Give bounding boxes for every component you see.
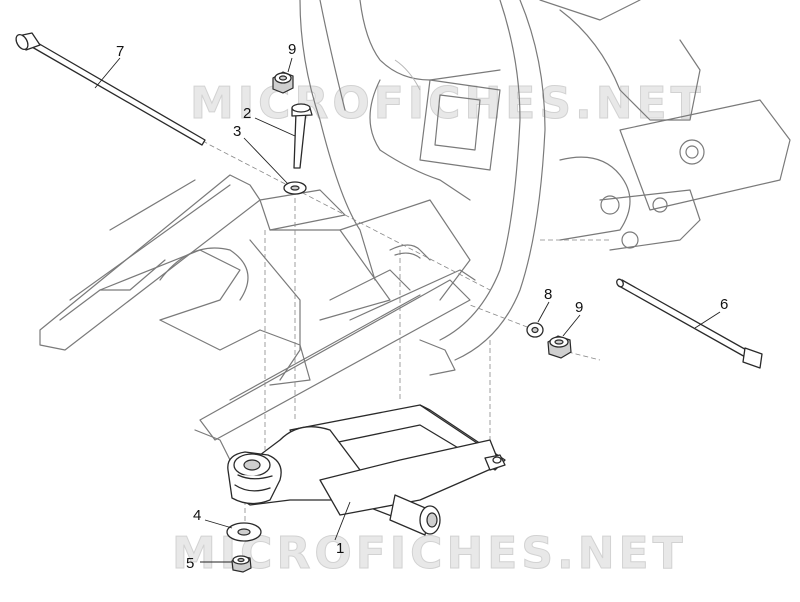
callout-9-top: 9 <box>288 41 296 58</box>
part-9-nut-top <box>272 71 294 94</box>
callout-1: 1 <box>336 540 344 557</box>
callout-6: 6 <box>720 296 728 313</box>
callout-7: 7 <box>116 43 124 60</box>
callout-5: 5 <box>186 555 194 572</box>
callout-8: 8 <box>544 286 552 303</box>
callout-4: 4 <box>193 507 201 524</box>
watermark-top: MICROFICHES.NET <box>190 78 705 129</box>
callout-3: 3 <box>233 123 241 140</box>
part-7-long-bolt <box>15 32 206 146</box>
part-6-long-bolt <box>616 278 763 369</box>
part-2-bolt <box>291 103 313 169</box>
scooter-frame <box>39 0 791 461</box>
part-5-nut <box>231 555 252 573</box>
part-3-washer <box>283 181 307 195</box>
part-4-washer <box>226 522 262 542</box>
callout-2: 2 <box>243 105 251 122</box>
part-8-washer <box>526 322 544 338</box>
part-1-swing-arm <box>227 404 506 536</box>
part-9-nut-right <box>547 335 572 359</box>
leader-lines <box>94 57 721 563</box>
callout-9-right: 9 <box>575 299 583 316</box>
